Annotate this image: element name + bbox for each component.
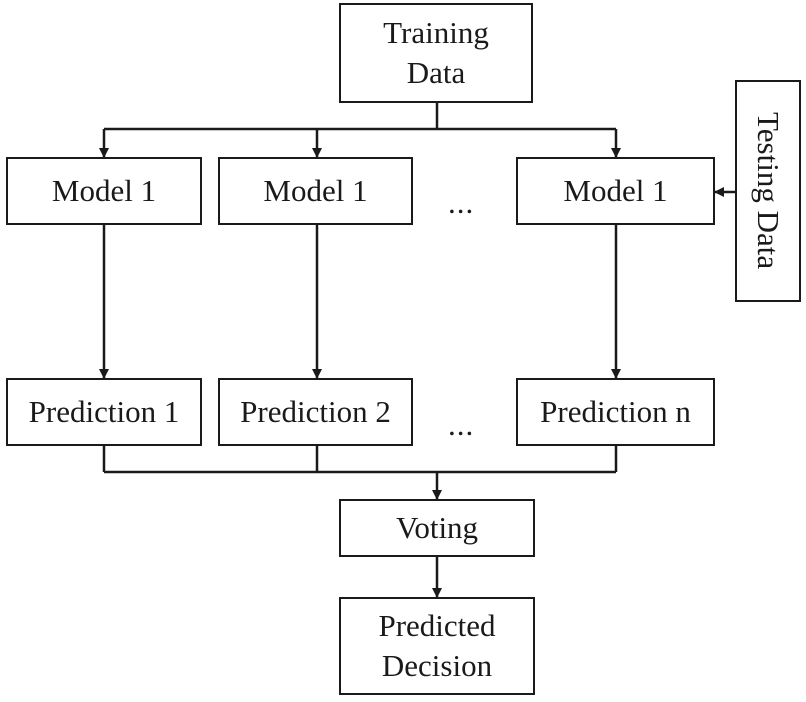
- model-n-label: Model 1: [563, 173, 668, 208]
- prediction-n-label: Prediction n: [540, 394, 691, 429]
- predictions-ellipsis: ...: [448, 407, 475, 442]
- voting-label: Voting: [395, 510, 479, 545]
- predicted-decision-label-line-1: Predicted: [378, 608, 496, 643]
- training-data-box: Training Data: [339, 3, 533, 103]
- testing-data-label: Testing Data: [751, 112, 786, 270]
- model-n-box: Model 1: [516, 157, 715, 225]
- model-1-label: Model 1: [51, 173, 157, 208]
- model-2-box: Model 1: [218, 157, 413, 225]
- model-2-label: Model 1: [263, 173, 368, 208]
- prediction-n-box: Prediction n: [516, 378, 715, 446]
- model-1-box: Model 1: [6, 157, 202, 225]
- prediction-2-box: Prediction 2: [218, 378, 413, 446]
- predicted-decision-box: Predicted Decision: [339, 597, 535, 695]
- testing-data-box: Testing Data: [735, 80, 801, 302]
- prediction-1-box: Prediction 1: [6, 378, 202, 446]
- models-ellipsis: ...: [448, 185, 475, 220]
- training-data-label-line-1: Training: [383, 15, 489, 50]
- prediction-2-label: Prediction 2: [240, 394, 391, 429]
- prediction-1-label: Prediction 1: [28, 394, 180, 429]
- predicted-decision-label-line-2: Decision: [381, 648, 493, 683]
- training-data-label-line-2: Data: [406, 55, 466, 90]
- voting-box: Voting: [339, 499, 535, 557]
